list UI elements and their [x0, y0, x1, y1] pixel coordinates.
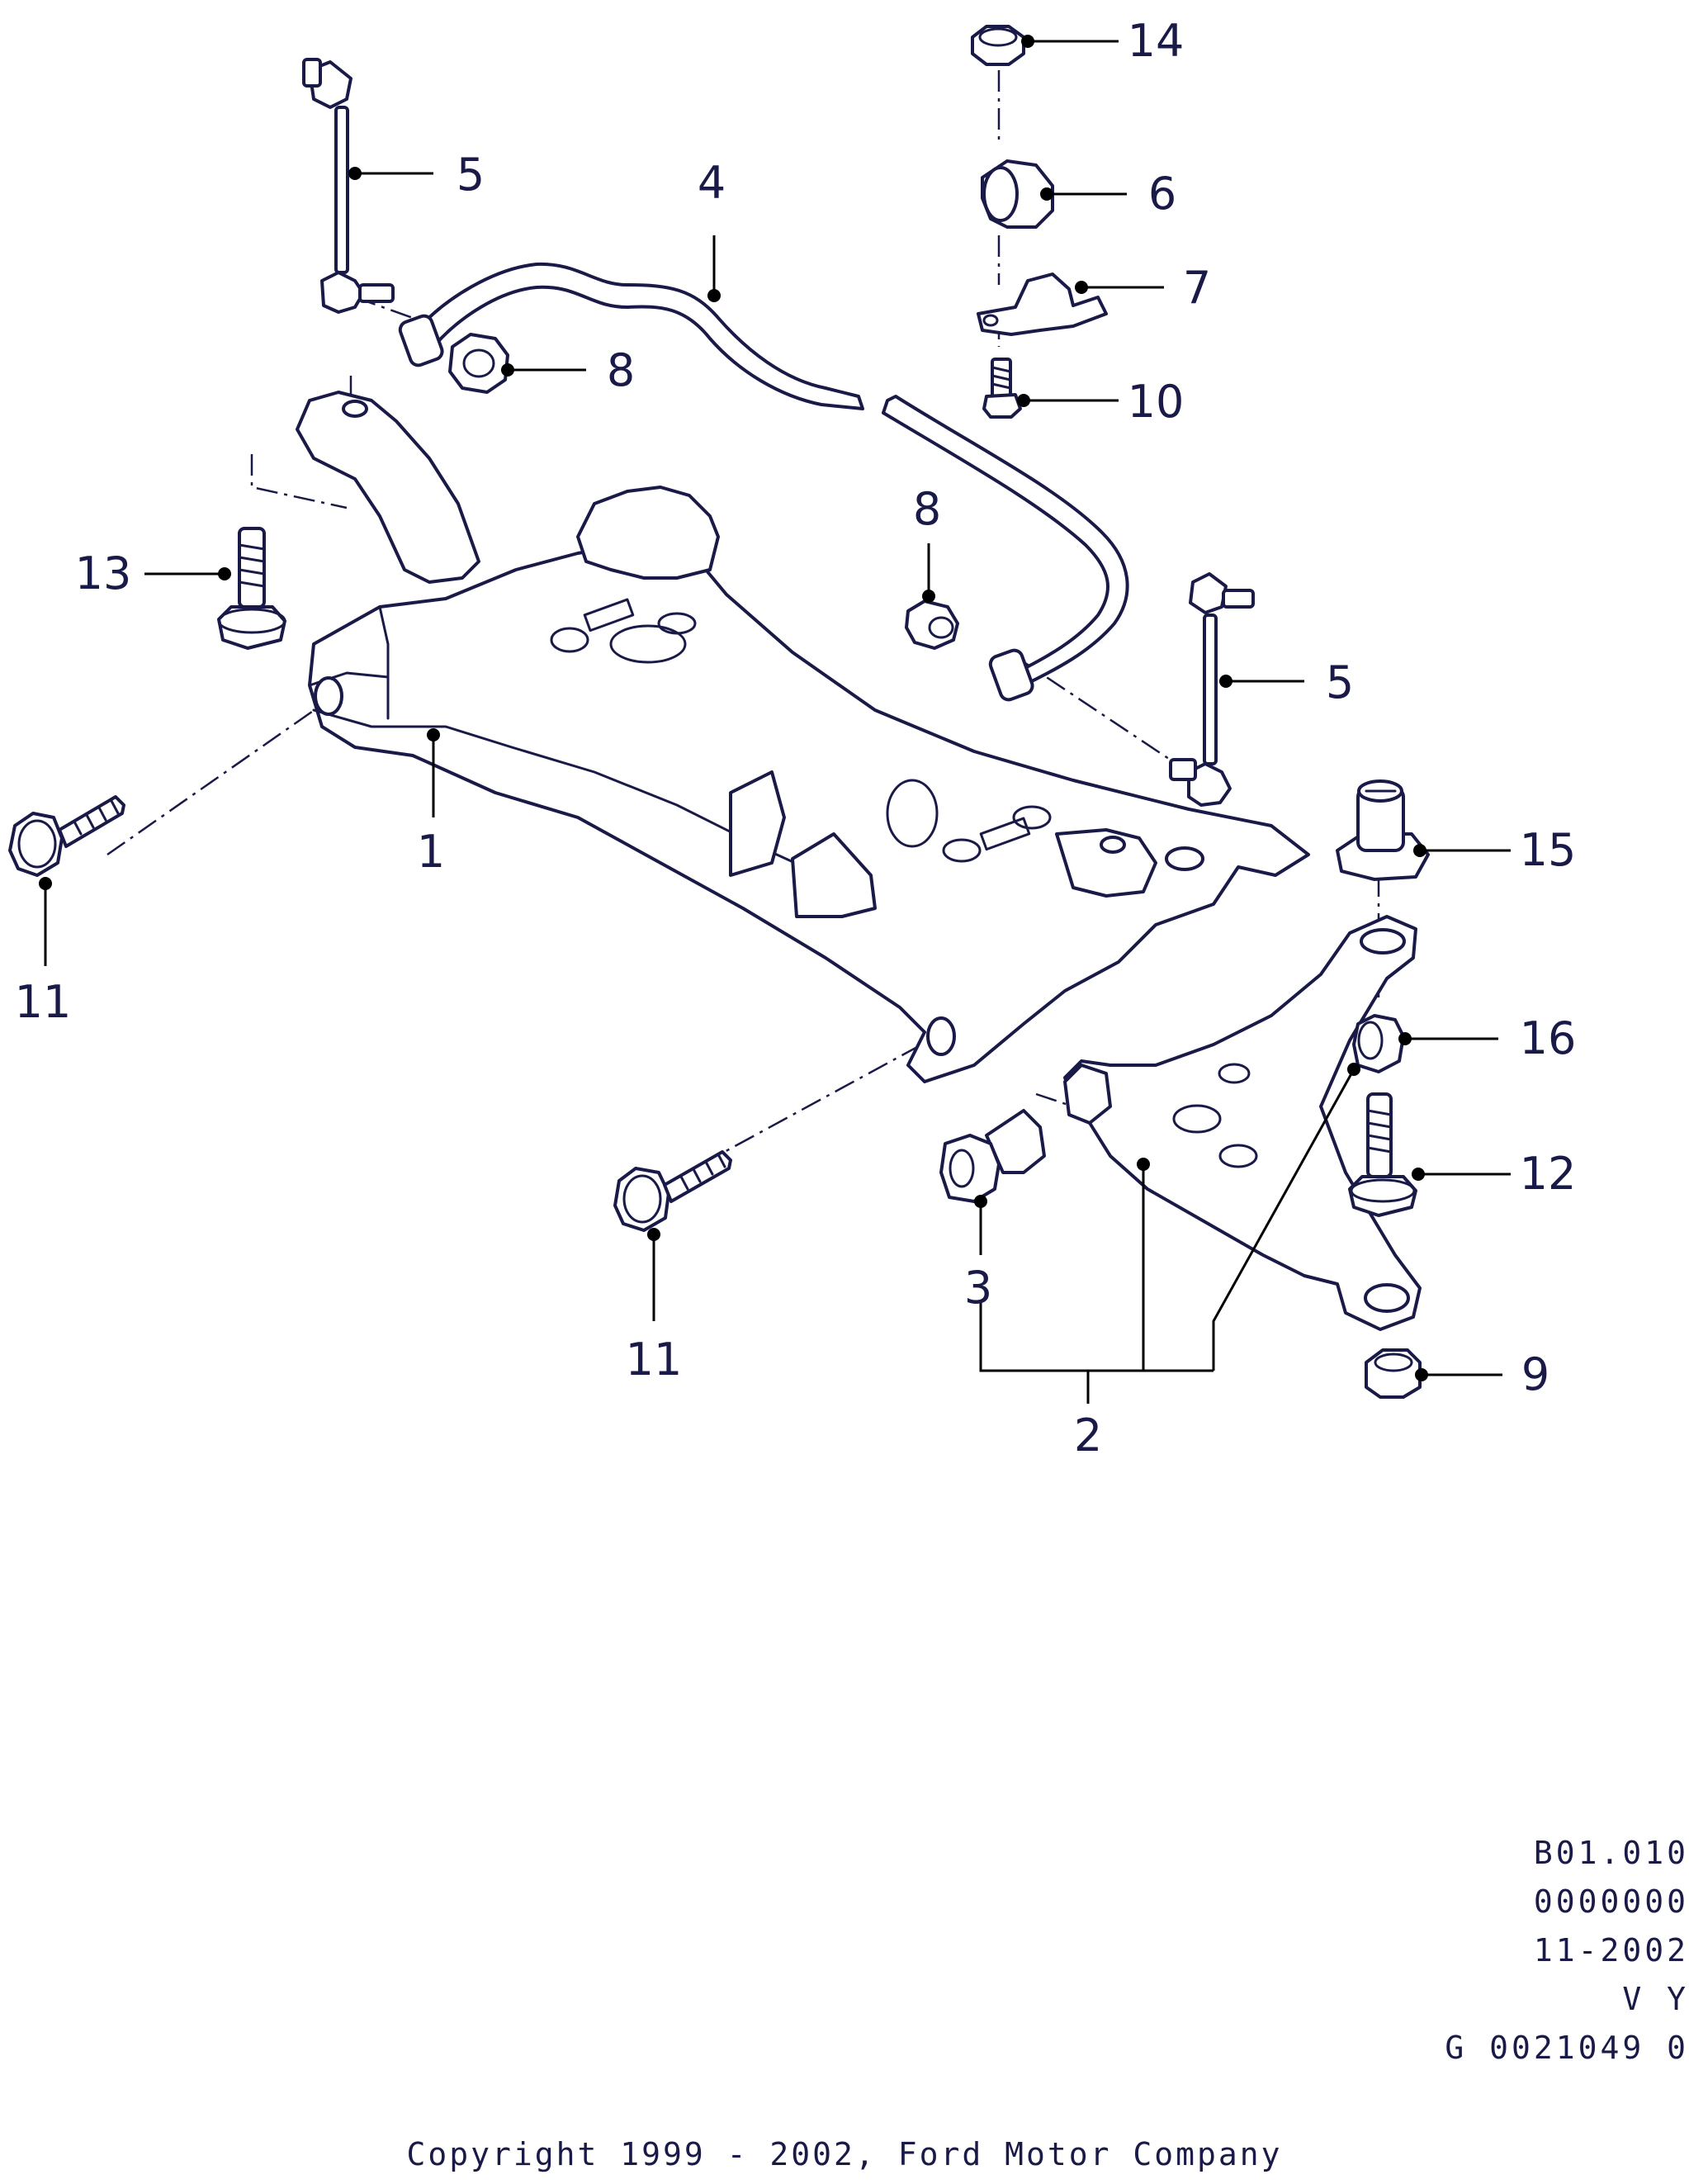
bolt-11-lower-part[interactable]	[613, 1150, 732, 1232]
graphic-id: G 0021049 0	[1445, 2030, 1689, 2066]
stabilizer-bar-part[interactable]	[398, 262, 1129, 702]
callout-11-left: 11	[15, 976, 72, 1028]
stabilizer-link-right-part[interactable]	[1169, 572, 1255, 807]
bushing-16-part[interactable]	[1352, 1014, 1405, 1073]
stabilizer-link-left-part[interactable]	[302, 58, 395, 314]
bolt-12-part[interactable]	[1348, 1092, 1417, 1217]
callout-labels: 1 2 3 4 5 5 6 7 8 8 9 10 11 11 12 13 14 …	[15, 15, 1577, 1462]
bolt-13-part[interactable]	[217, 527, 286, 650]
callout-8-upper: 8	[607, 344, 635, 396]
callout-13: 13	[75, 547, 132, 599]
callout-15: 15	[1520, 824, 1577, 876]
callout-6: 6	[1148, 168, 1176, 220]
callout-11-lower: 11	[626, 1334, 683, 1386]
subframe-part[interactable]	[296, 391, 1310, 1083]
callout-14: 14	[1128, 15, 1185, 67]
nut-9-part[interactable]	[1365, 1348, 1422, 1399]
callout-10: 10	[1128, 376, 1185, 428]
callout-16: 16	[1520, 1012, 1577, 1064]
callout-8-lower: 8	[913, 483, 941, 535]
callout-7: 7	[1183, 262, 1211, 314]
nut-8-upper-part[interactable]	[448, 333, 509, 394]
callout-1: 1	[417, 826, 445, 878]
bolt-11-left-part[interactable]	[8, 795, 125, 877]
callout-12: 12	[1520, 1148, 1577, 1200]
nut-8-lower-part[interactable]	[905, 599, 959, 650]
copyright-notice: Copyright 1999 - 2002, Ford Motor Compan…	[406, 2136, 1283, 2172]
diagram-date: 11-2002	[1533, 1932, 1689, 1968]
callout-2: 2	[1074, 1409, 1102, 1462]
clamp-7-part[interactable]	[977, 272, 1108, 336]
callout-4: 4	[698, 157, 726, 209]
nut-14-part[interactable]	[971, 25, 1025, 66]
control-arm-part[interactable]	[1063, 915, 1422, 1331]
leader-lines	[39, 35, 1511, 1404]
diagram-code: 0000000	[1533, 1883, 1689, 1920]
bushing-6-part[interactable]	[981, 159, 1054, 229]
bolt-10-part[interactable]	[982, 358, 1022, 419]
diagram-variant: V Y	[1622, 1981, 1689, 2017]
callout-9: 9	[1521, 1348, 1549, 1400]
mount-15-part[interactable]	[1336, 779, 1430, 881]
bushing-3-part[interactable]	[939, 1109, 1046, 1203]
callout-5-upper: 5	[457, 149, 485, 201]
callout-3: 3	[964, 1262, 992, 1314]
diagram-reference: B01.010	[1533, 1835, 1689, 1871]
callout-5-lower: 5	[1326, 656, 1354, 708]
